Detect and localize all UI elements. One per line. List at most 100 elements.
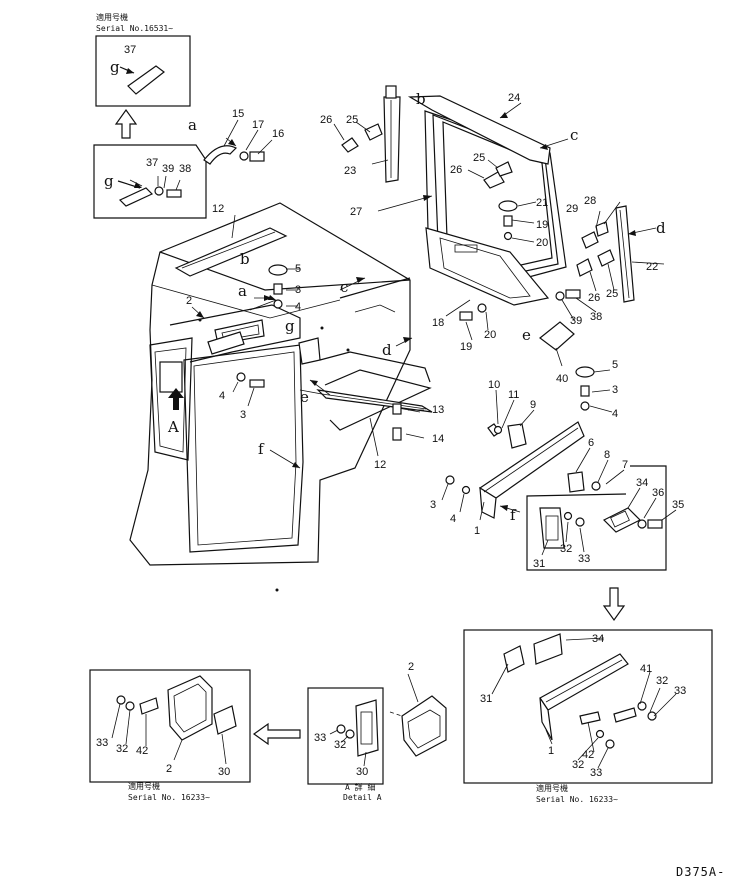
part-12-rail-bottom [316,389,433,413]
letter-g-inset: g [104,172,114,190]
label-33-detail: 33 [314,732,326,744]
label-4-cab: 4 [295,301,301,313]
top-box-jp: 適用号機 [96,12,128,22]
inset-bottom-left: 適用号機 Serial No. 16233~ [89,669,251,802]
label-30-left: 30 [218,766,230,778]
detail-jp: A 詳 細 [345,782,375,792]
letter-a-cab: a [238,282,247,300]
detail-a: A 詳 細 Detail A [307,687,447,802]
right-box-jp: 適用号機 [536,783,568,793]
label-22: 22 [646,261,658,273]
drawing-code: D375A- [676,865,725,879]
label-32-left: 32 [116,743,128,755]
letter-g-cab: g [285,317,295,335]
arrow-up [114,108,138,139]
left-box-serial: Serial No. 16233~ [128,793,210,802]
arrowheads [126,68,636,511]
label-40: 40 [556,373,568,385]
label-32-upper: 32 [560,543,572,555]
top-box-serial: Serial No.16531~ [96,24,173,33]
leader-lines [111,102,677,769]
label-33-lower-r: 33 [674,685,686,697]
label-18: 18 [432,317,444,329]
label-27: 27 [350,206,362,218]
cab-fasteners [207,264,402,441]
label-31-upper: 31 [533,558,545,570]
letter-b-cab: b [240,250,250,268]
label-17: 17 [252,119,264,131]
letter-e-window: e [522,326,531,344]
letter-g-top: g [110,58,120,76]
letter-a-top: a [188,116,197,134]
arrow-down [602,587,626,622]
label-1-lower: 1 [548,745,554,757]
label-3-cab-low: 3 [240,409,246,421]
label-2-detail: 2 [408,661,414,673]
label-38-right: 38 [590,311,602,323]
label-2-cab: 2 [186,295,192,307]
cab-body [129,202,433,592]
letter-f-bracket: f [510,506,517,524]
label-19-top: 19 [536,219,548,231]
part-37-pad-2 [118,187,154,207]
letter-c-cab: c [340,278,348,296]
label-5-cab: 5 [295,263,301,275]
label-26-left: 26 [320,114,332,126]
label-16: 16 [272,128,284,140]
label-4-bracket: 4 [450,513,456,525]
hook-assembly [203,145,265,165]
label-5-right: 5 [612,359,618,371]
label-30-detail: 30 [356,766,368,778]
label-37: 37 [146,157,158,169]
label-25-mid: 25 [473,152,485,164]
label-34-upper: 34 [636,477,648,489]
label-10: 10 [488,379,500,391]
label-33-upper: 33 [578,553,590,565]
label-12-low: 12 [374,459,386,471]
label-20-top: 20 [536,237,548,249]
label-31-lower: 31 [480,693,492,705]
detail-en: Detail A [343,793,382,802]
label-3-bracket: 3 [430,499,436,511]
label-32-lower-b: 32 [572,759,584,771]
label-26-mid: 26 [450,164,462,176]
label-37-top: 37 [124,44,136,56]
label-42-lower: 42 [582,749,594,761]
window-frame [383,85,635,351]
part-37-pad [127,65,165,95]
label-24: 24 [508,92,520,104]
label-8: 8 [604,449,610,461]
label-32-detail: 32 [334,739,346,751]
label-1-bracket: 1 [474,525,480,537]
label-19-low: 19 [460,341,472,353]
part-labels: 37 37 39 38 15 17 16 12 5 3 4 2 4 3 13 1… [96,44,686,779]
label-36: 36 [652,487,664,499]
arrow-left [252,722,301,746]
part-12-rail-top [174,227,288,277]
label-11: 11 [508,389,519,401]
label-6: 6 [588,437,594,449]
letter-d-window: d [656,219,666,237]
reference-letters: g g a b a g c d e f b c d e f [104,58,666,524]
label-13: 13 [432,404,444,416]
label-25-left: 25 [346,114,358,126]
label-25-right: 25 [606,288,618,300]
label-34-lower: 34 [592,633,604,645]
letter-f-cab: f [258,440,265,458]
label-23: 23 [344,165,356,177]
label-33-lower-b: 33 [590,767,602,779]
label-39: 39 [162,163,174,175]
label-12-top: 12 [212,203,224,215]
label-29: 29 [566,203,578,215]
inset-bottom-right: 適用号機 Serial No. 16233~ [463,629,713,804]
letter-d-cab: d [382,341,392,359]
label-28: 28 [584,195,596,207]
label-20-low: 20 [484,329,496,341]
label-35: 35 [672,499,684,511]
label-9: 9 [530,399,536,411]
letter-c-window: c [570,126,578,144]
inset-top-serial: 適用号機 Serial No.16531~ [95,12,191,107]
label-3-right: 3 [612,384,618,396]
label-41: 41 [640,663,652,675]
